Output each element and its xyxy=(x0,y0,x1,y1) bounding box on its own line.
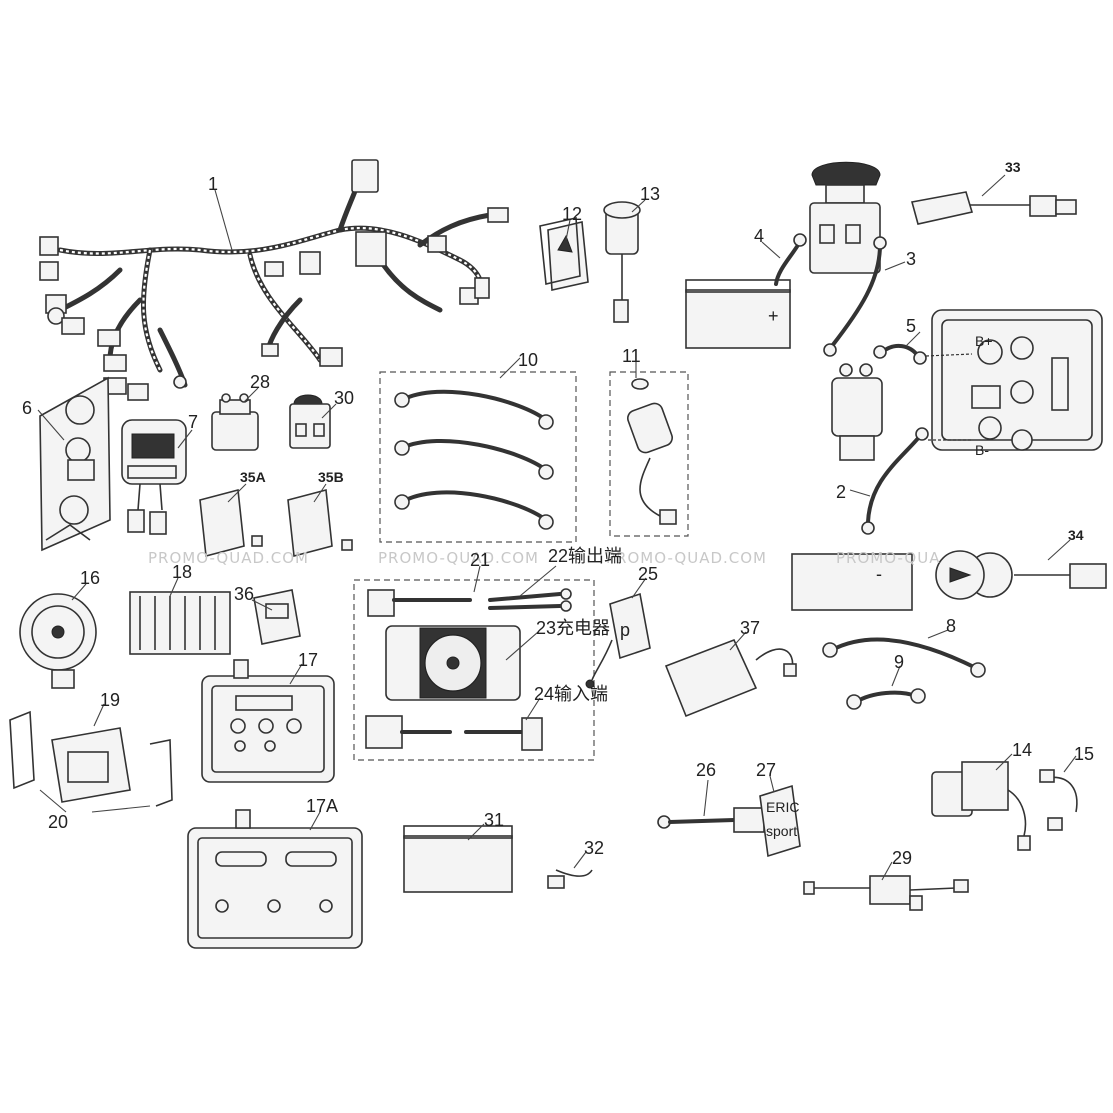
charger-23 xyxy=(385,625,521,701)
horn-16 xyxy=(19,593,97,689)
callout-21: 21 xyxy=(470,550,490,570)
callout-28: 28 xyxy=(250,372,270,392)
solenoid xyxy=(831,343,927,461)
relay-35a xyxy=(199,488,263,558)
combination-switch-29 xyxy=(803,875,969,911)
callout-11: 11 xyxy=(622,346,641,366)
charger-output-cable xyxy=(367,588,572,617)
sensor-13 xyxy=(603,201,641,323)
callout-8: 8 xyxy=(946,616,956,636)
display-7 xyxy=(121,419,187,535)
cable-set-frame xyxy=(379,371,577,543)
decal-27: ERIC sport xyxy=(759,784,801,858)
decal-27-line1: ERIC xyxy=(766,799,799,815)
callout-30: 30 xyxy=(334,388,354,408)
sensor-26 xyxy=(657,807,765,833)
battery-minus-label: - xyxy=(876,564,882,584)
watermark-4: PROMO-QUA xyxy=(836,549,940,567)
callout-17: 17 xyxy=(298,650,318,670)
callout-7: 7 xyxy=(188,412,198,432)
motor-controller: B+ B- xyxy=(931,309,1103,458)
b-minus-label: B- xyxy=(975,442,989,458)
wiring-harness xyxy=(39,159,509,401)
connector-32 xyxy=(547,869,593,889)
bracket-20 xyxy=(9,710,173,807)
callout-31: 31 xyxy=(484,810,504,830)
callout-35a: 35A xyxy=(240,469,266,485)
decal-27-line2: sport xyxy=(766,823,797,839)
battery-plus-label: + xyxy=(768,306,779,326)
callout-3: 3 xyxy=(906,249,916,269)
callout-22: 22输出端 xyxy=(548,546,622,566)
main-switch xyxy=(809,161,881,274)
controller-17 xyxy=(201,659,335,783)
callout-6: 6 xyxy=(22,398,32,418)
charger-input-cable xyxy=(365,715,543,751)
callout-17a: 17A xyxy=(306,796,338,816)
battery-31 xyxy=(403,825,513,893)
callout-1: 1 xyxy=(208,174,218,194)
charger-frame xyxy=(353,579,595,761)
decal-12 xyxy=(539,217,589,291)
callout-13: 13 xyxy=(640,184,660,204)
fuse-holder-11 xyxy=(627,378,677,525)
plug-33 xyxy=(910,191,1077,225)
callout-37: 37 xyxy=(740,618,760,638)
callout-32: 32 xyxy=(584,838,604,858)
charge-port-6 xyxy=(39,376,111,552)
meter-34 xyxy=(935,550,1107,600)
module-37 xyxy=(664,638,797,718)
fuse-frame xyxy=(609,371,689,537)
label-36 xyxy=(253,589,301,645)
callout-26: 26 xyxy=(696,760,716,780)
callout-2: 2 xyxy=(836,482,846,502)
converter-18 xyxy=(129,591,231,655)
controller-17a xyxy=(187,809,363,949)
callout-18: 18 xyxy=(172,562,192,582)
tag-25: p xyxy=(585,592,651,689)
callout-33: 33 xyxy=(1005,159,1021,175)
callout-4: 4 xyxy=(754,226,764,246)
callout-29: 29 xyxy=(892,848,912,868)
motor-14 xyxy=(931,761,1031,851)
callout-20: 20 xyxy=(48,812,68,832)
callout-9: 9 xyxy=(894,652,904,672)
callout-23: 23充电器 xyxy=(536,618,610,638)
tag-25-letter: p xyxy=(620,620,630,640)
callout-5: 5 xyxy=(906,316,916,336)
callout-10: 10 xyxy=(518,350,538,370)
cable-set-10 xyxy=(394,389,554,530)
callout-15: 15 xyxy=(1074,744,1094,764)
battery-top: + xyxy=(685,233,807,349)
callout-35b: 35B xyxy=(318,469,344,485)
watermark-3: PROMO-QUAD.COM xyxy=(606,549,767,567)
callout-24: 24输入端 xyxy=(534,684,608,704)
callout-16: 16 xyxy=(80,568,100,588)
callout-19: 19 xyxy=(100,690,120,710)
buzzer-19 xyxy=(51,727,131,803)
callout-36: 36 xyxy=(234,584,254,604)
watermark-2: PROMO-QUAD.COM xyxy=(378,549,539,567)
callout-12: 12 xyxy=(562,204,582,224)
callout-14: 14 xyxy=(1012,740,1032,760)
callout-25: 25 xyxy=(638,564,658,584)
battery-mid: - xyxy=(791,553,913,611)
switch-15 xyxy=(1039,769,1078,831)
relay-28 xyxy=(211,393,259,451)
watermark-1: PROMO-QUAD.COM xyxy=(148,549,309,567)
callout-34: 34 xyxy=(1068,527,1084,543)
relay-35b xyxy=(287,488,353,558)
callout-27: 27 xyxy=(756,760,776,780)
switch-30 xyxy=(289,394,331,449)
b-plus-label: B+ xyxy=(975,333,993,349)
